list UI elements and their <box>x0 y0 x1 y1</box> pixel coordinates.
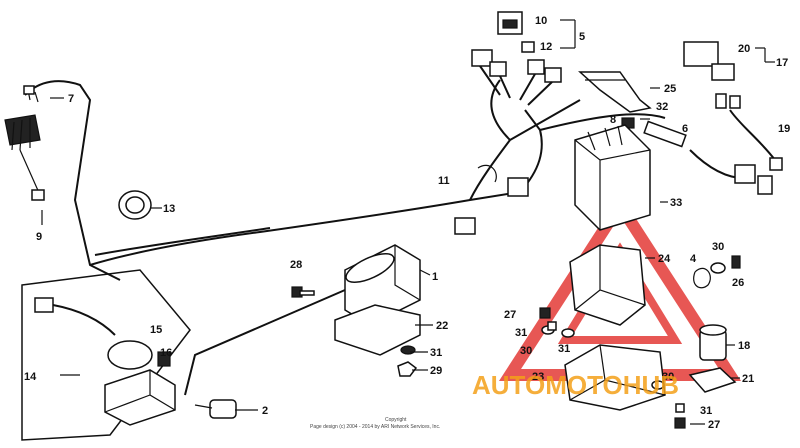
callout-11: 11 <box>438 175 450 187</box>
part-7-wire-ends <box>4 85 41 151</box>
part-2-plug-cap <box>194 399 237 419</box>
part-5-connectors <box>471 49 562 106</box>
callout-19: 19 <box>778 123 790 135</box>
part-25-bracket <box>578 71 652 113</box>
part-18-relay <box>699 324 727 361</box>
callout-15: 15 <box>150 324 162 336</box>
part-14-inset-panel <box>21 269 191 441</box>
part-33-regulator <box>574 124 651 231</box>
part-13-grommet <box>118 190 152 220</box>
callout-30-bottom: 30 <box>662 371 674 383</box>
callout-29: 29 <box>430 365 442 377</box>
callout-5: 5 <box>579 31 585 43</box>
callout-14: 14 <box>24 371 37 383</box>
part-19-lead <box>715 93 783 171</box>
part-22-bracket <box>334 304 421 356</box>
callout-33: 33 <box>670 197 682 209</box>
callout-13: 13 <box>163 203 175 215</box>
callout-30-left: 30 <box>520 345 532 357</box>
callout-16: 16 <box>160 347 172 359</box>
callout-31-left: 31 <box>515 327 527 339</box>
callout-27-left: 27 <box>504 309 516 321</box>
part-31-nuts <box>547 321 685 413</box>
watermark-text: AUTOMOTOHUB <box>472 370 679 400</box>
callout-9: 9 <box>36 231 42 243</box>
leader-lines <box>41 19 775 425</box>
callout-2: 2 <box>262 405 268 417</box>
part-4-clip <box>693 267 711 289</box>
part-29-nut <box>397 361 418 377</box>
callout-28: 28 <box>290 259 302 271</box>
callout-31-bottom: 31 <box>700 405 712 417</box>
callout-10: 10 <box>535 15 547 27</box>
callout-1: 1 <box>432 271 438 283</box>
callout-24: 24 <box>658 253 671 265</box>
callout-31-mid: 31 <box>558 343 570 355</box>
part-10-connector <box>497 11 523 35</box>
callout-22: 22 <box>436 320 448 332</box>
part-27-bolts <box>539 307 686 429</box>
callout-25: 25 <box>664 83 676 95</box>
callout-12: 12 <box>540 41 552 53</box>
part-31-washer-center <box>400 345 416 355</box>
callout-27-bottom: 27 <box>708 419 720 431</box>
callout-18: 18 <box>738 340 750 352</box>
part-1-ignition-coil <box>184 244 421 396</box>
callout-8: 8 <box>610 114 616 126</box>
part-24-bracket <box>569 244 646 326</box>
part-11-clamp <box>454 164 529 235</box>
callout-17: 17 <box>776 57 788 69</box>
part-21-relay-base <box>688 367 737 393</box>
callout-23: 23 <box>532 371 544 383</box>
callout-30-right: 30 <box>712 241 724 253</box>
part-26-bolt <box>731 255 741 269</box>
part-28-bolt <box>291 286 315 298</box>
callout-4: 4 <box>690 253 697 265</box>
callout-6: 6 <box>682 123 688 135</box>
copyright-line-2: Page design (c) 2004 - 2014 by ARI Netwo… <box>310 424 440 430</box>
callout-20: 20 <box>738 43 750 55</box>
callout-7: 7 <box>68 93 74 105</box>
callout-32: 32 <box>656 101 668 113</box>
part-9-connector <box>19 149 45 201</box>
part-6-cable <box>643 120 773 195</box>
callout-31-center: 31 <box>430 347 442 359</box>
callout-21: 21 <box>742 373 754 385</box>
callout-26: 26 <box>732 277 744 289</box>
part-23-mount <box>564 344 666 411</box>
copyright-line-1: Copyright <box>385 417 407 423</box>
part-20-relay-cover <box>683 41 735 81</box>
main-wire-harness <box>24 79 666 281</box>
part-12-connector <box>521 41 535 53</box>
